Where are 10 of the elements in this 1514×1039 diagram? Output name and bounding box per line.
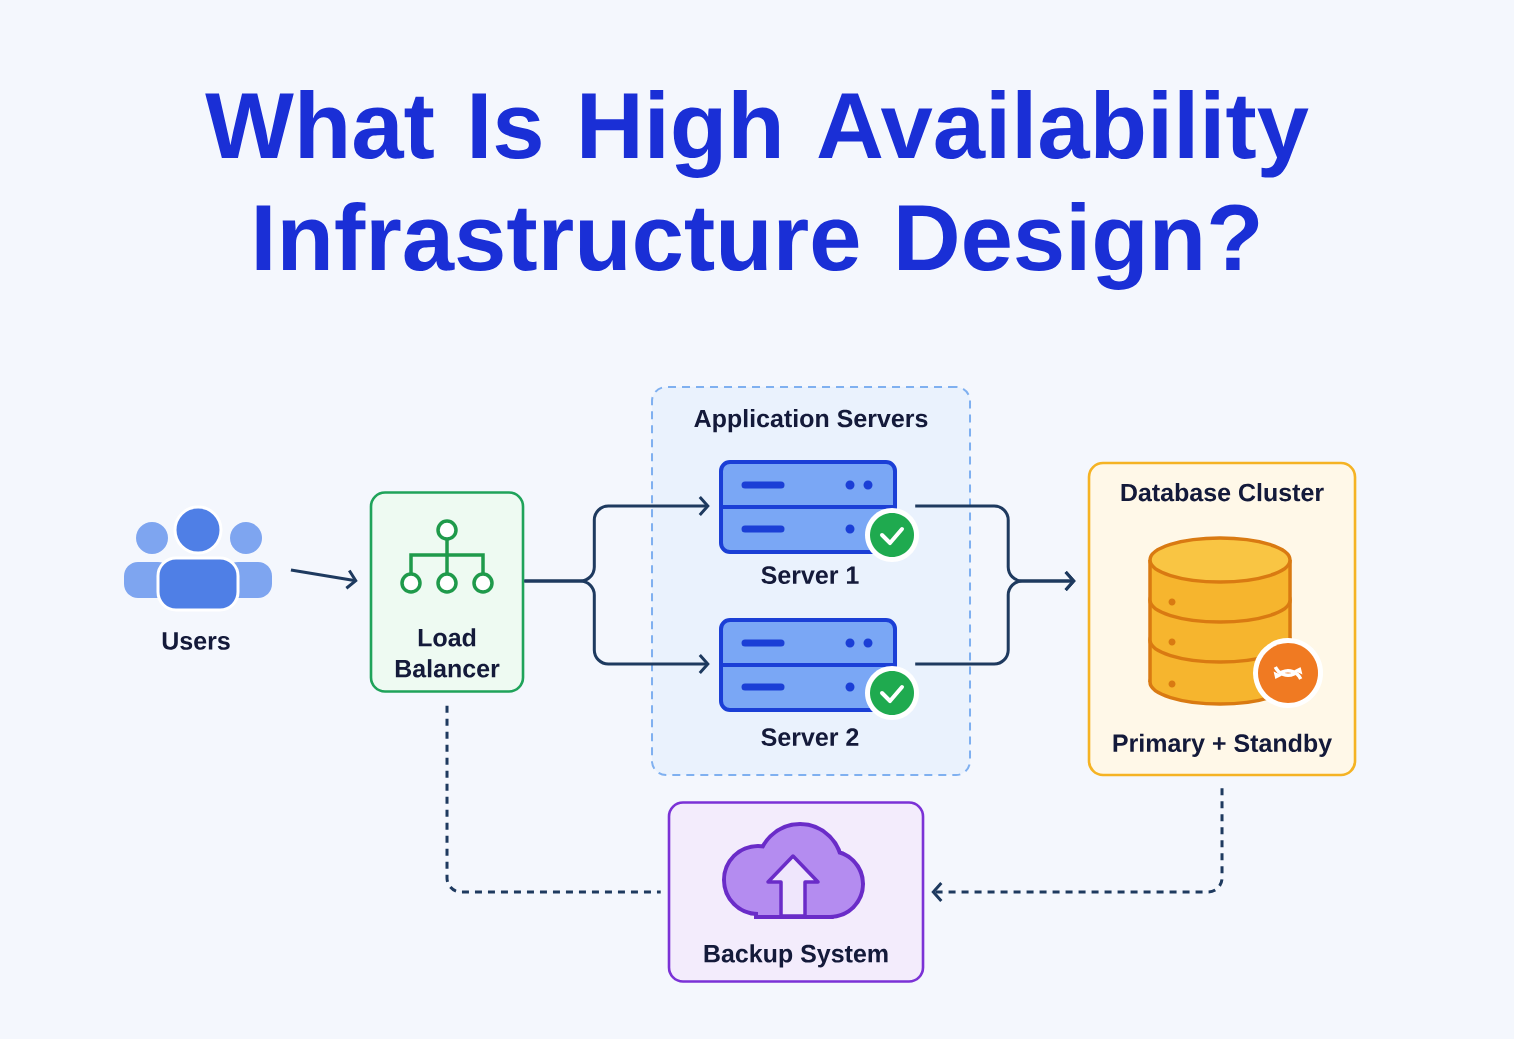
dashed-arrow bbox=[931, 788, 1224, 902]
process-box: Load Balancer bbox=[369, 491, 525, 693]
server-label: Server 2 bbox=[761, 728, 859, 746]
arrow bbox=[915, 571, 1076, 666]
arrow bbox=[524, 579, 710, 674]
title: What Is High Availability Infrastructure Design? bbox=[205, 90, 1309, 290]
user-label: Users bbox=[162, 632, 230, 650]
server-label: Server 1 bbox=[761, 566, 859, 584]
arrow bbox=[290, 568, 358, 590]
dashed-connector bbox=[445, 705, 661, 894]
